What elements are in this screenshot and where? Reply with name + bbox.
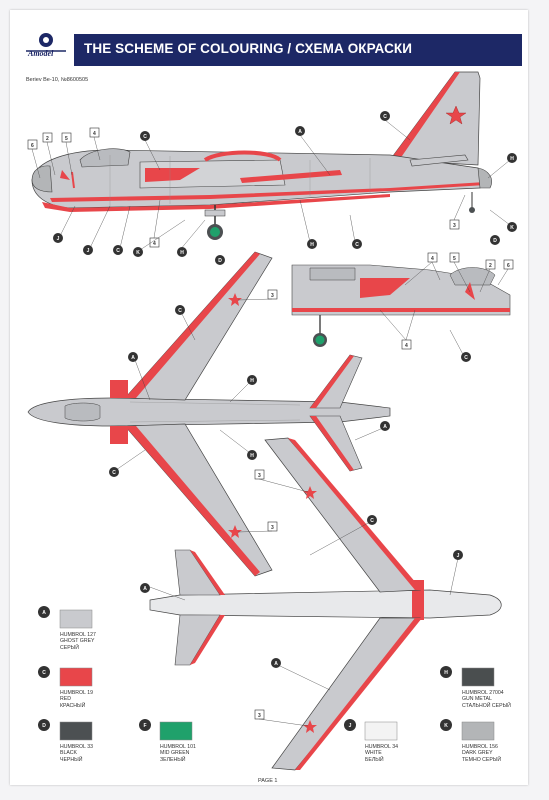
bottom-lower-wing-star-insignia [303, 720, 317, 733]
callouts: 6 2 5 4 4 3 4 5 2 6 4 3 3 3 3 [27, 111, 517, 727]
colouring-diagrams: 6 2 5 4 4 3 4 5 2 6 4 3 3 3 3 [27, 71, 522, 771]
swatch-white [364, 721, 398, 741]
svg-text:5: 5 [65, 136, 68, 142]
svg-text:C: C [42, 670, 46, 676]
svg-text:4: 4 [153, 241, 156, 247]
svg-text:A: A [143, 586, 147, 592]
svg-text:F: F [143, 723, 146, 729]
svg-text:H: H [250, 378, 254, 384]
svg-text:3: 3 [271, 525, 274, 531]
amodel-logo: Amodel [24, 31, 68, 67]
swatch-gun-metal [461, 667, 495, 687]
svg-text:H: H [180, 250, 184, 256]
page-title: THE SCHEME OF COLOURING / СХЕМА ОКРАСКИ [84, 41, 413, 56]
svg-text:3: 3 [258, 473, 261, 479]
svg-text:4: 4 [431, 256, 434, 262]
side-view [31, 71, 492, 240]
swatch-red [59, 667, 93, 687]
header: Amodel THE SCHEME OF COLOURING / СХЕМА О… [10, 10, 528, 75]
lower-wing-star-insignia [228, 525, 242, 538]
svg-text:6: 6 [31, 143, 34, 149]
svg-text:H: H [510, 156, 514, 162]
svg-text:H: H [310, 242, 314, 248]
svg-text:C: C [370, 518, 374, 524]
svg-text:C: C [178, 308, 182, 314]
svg-text:C: C [464, 355, 468, 361]
svg-text:5: 5 [453, 256, 456, 262]
svg-text:J: J [57, 236, 60, 242]
svg-text:3: 3 [453, 223, 456, 229]
svg-text:3: 3 [258, 713, 261, 719]
svg-text:C: C [383, 114, 387, 120]
svg-text:C: C [116, 248, 120, 254]
cockpit-detail-inset [290, 255, 522, 347]
svg-text:D: D [218, 258, 222, 264]
swatch-black [59, 721, 93, 741]
title-bar: THE SCHEME OF COLOURING / СХЕМА ОКРАСКИ [74, 34, 522, 66]
svg-text:4: 4 [405, 343, 408, 349]
svg-text:K: K [136, 250, 140, 256]
aircraft-subtitle: Beriev Be-10, №8600505 [26, 77, 89, 83]
svg-text:K: K [510, 225, 514, 231]
page-number: PAGE 1 [258, 778, 278, 784]
svg-text:A: A [131, 355, 135, 361]
svg-text:J: J [457, 553, 460, 559]
svg-text:J: J [349, 723, 352, 729]
logo-text: Amodel [28, 49, 54, 58]
svg-text:K: K [444, 723, 448, 729]
svg-text:2: 2 [46, 136, 49, 142]
svg-text:6: 6 [507, 263, 510, 269]
palette-legend: A C D F J H K [38, 606, 495, 741]
instruction-sheet: Amodel THE SCHEME OF COLOURING / СХЕМА О… [10, 10, 528, 785]
upper-wing-star-insignia [228, 293, 242, 306]
svg-text:C: C [112, 470, 116, 476]
svg-text:A: A [383, 424, 387, 430]
bottom-wing-star-insignia [303, 486, 317, 499]
svg-text:A: A [42, 610, 46, 616]
svg-text:2: 2 [489, 263, 492, 269]
svg-text:4: 4 [93, 131, 96, 137]
swatch-mid-green [159, 721, 193, 741]
swatch-ghost-grey [59, 609, 93, 629]
swatch-dark-grey [461, 721, 495, 741]
bottom-view [149, 437, 502, 771]
svg-text:D: D [493, 238, 497, 244]
svg-text:J: J [87, 248, 90, 254]
svg-text:H: H [250, 453, 254, 459]
svg-text:D: D [42, 723, 46, 729]
svg-text:3: 3 [271, 293, 274, 299]
svg-text:C: C [143, 134, 147, 140]
svg-text:H: H [444, 670, 448, 676]
svg-text:C: C [355, 242, 359, 248]
svg-text:A: A [274, 661, 278, 667]
top-view [27, 251, 391, 577]
fin-star-insignia [445, 105, 467, 125]
svg-text:A: A [298, 129, 302, 135]
